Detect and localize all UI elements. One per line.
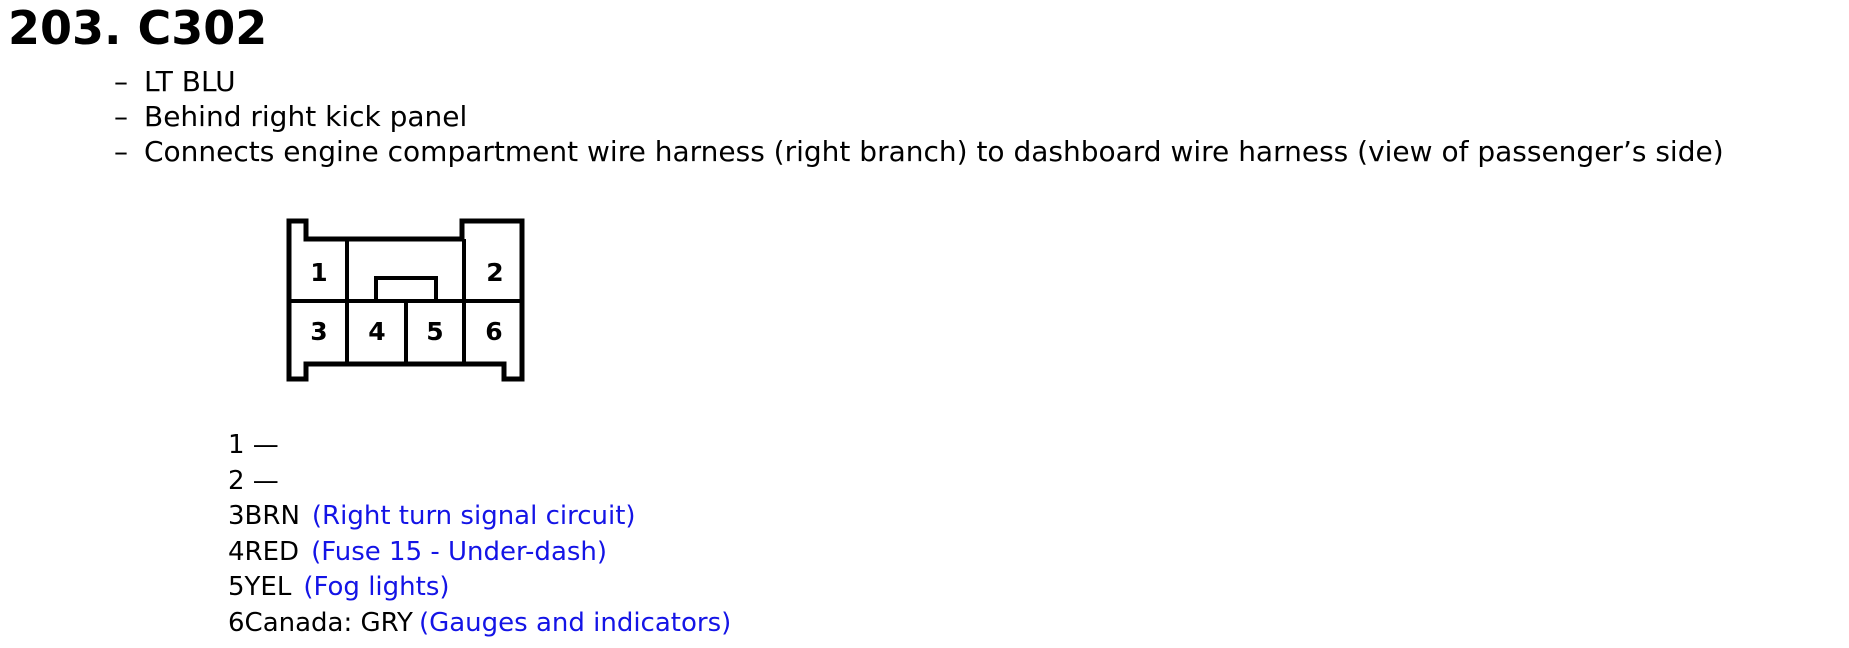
wire-color: YEL <box>244 572 292 602</box>
bullet-dash: – <box>114 135 128 168</box>
pin-label-2: 2 <box>486 258 503 287</box>
connector-diagram: 1 2 3 4 5 6 <box>286 218 525 382</box>
circuit-link[interactable]: (Fuse 15 - Under-dash) <box>311 536 608 567</box>
pin-label-1: 1 <box>310 258 327 287</box>
pinout-row: 4RED (Fuse 15 - Under-dash) <box>228 535 731 571</box>
pin-number: 5 <box>228 572 245 602</box>
wire-color: BRN <box>244 501 300 531</box>
circuit-link[interactable]: (Fog lights) <box>303 572 450 602</box>
page-title: 203. C302 <box>8 1 268 55</box>
wire-color: — <box>244 430 279 460</box>
circuit-link[interactable]: (Gauges and indicators) <box>418 607 732 638</box>
pin-label-5: 5 <box>426 317 443 346</box>
pinout-row: 5YEL (Fog lights) <box>228 570 731 606</box>
info-item-location: –Behind right kick panel <box>114 99 1724 134</box>
wire-color: RED <box>244 536 300 567</box>
bullet-dash: – <box>114 100 128 133</box>
pin-number: 2 <box>228 465 245 496</box>
pin-number: 6 <box>228 607 245 638</box>
locking-tab <box>374 276 438 301</box>
info-text: Connects engine compartment wire harness… <box>144 135 1724 168</box>
wire-color: Canada: GRY <box>244 607 413 638</box>
info-item-description: –Connects engine compartment wire harnes… <box>114 134 1724 169</box>
connector-info-list: –LT BLU –Behind right kick panel –Connec… <box>114 64 1724 169</box>
info-text: Behind right kick panel <box>144 100 468 133</box>
connector-housing-outline <box>286 218 525 382</box>
pin-number: 1 <box>228 430 245 460</box>
bullet-dash: – <box>114 65 128 98</box>
pinout-row: 6Canada: GRY(Gauges and indicators) <box>228 606 731 642</box>
pin-number: 3 <box>228 501 245 531</box>
pinout-row: 2 — <box>228 464 731 500</box>
circuit-link[interactable]: (Right turn signal circuit) <box>311 501 636 531</box>
pin-number: 4 <box>228 536 245 567</box>
info-item-color: –LT BLU <box>114 64 1724 99</box>
pinout-row: 1 — <box>228 428 731 464</box>
pinout-row: 3BRN (Right turn signal circuit) <box>228 499 731 535</box>
pinout-list: 1 — 2 — 3BRN(Right turn signal circuit) … <box>228 428 731 641</box>
pin-label-6: 6 <box>485 317 502 346</box>
pin-label-3: 3 <box>310 317 327 346</box>
pin-label-4: 4 <box>368 317 385 346</box>
info-text: LT BLU <box>144 65 236 98</box>
wire-color: — <box>244 465 279 496</box>
